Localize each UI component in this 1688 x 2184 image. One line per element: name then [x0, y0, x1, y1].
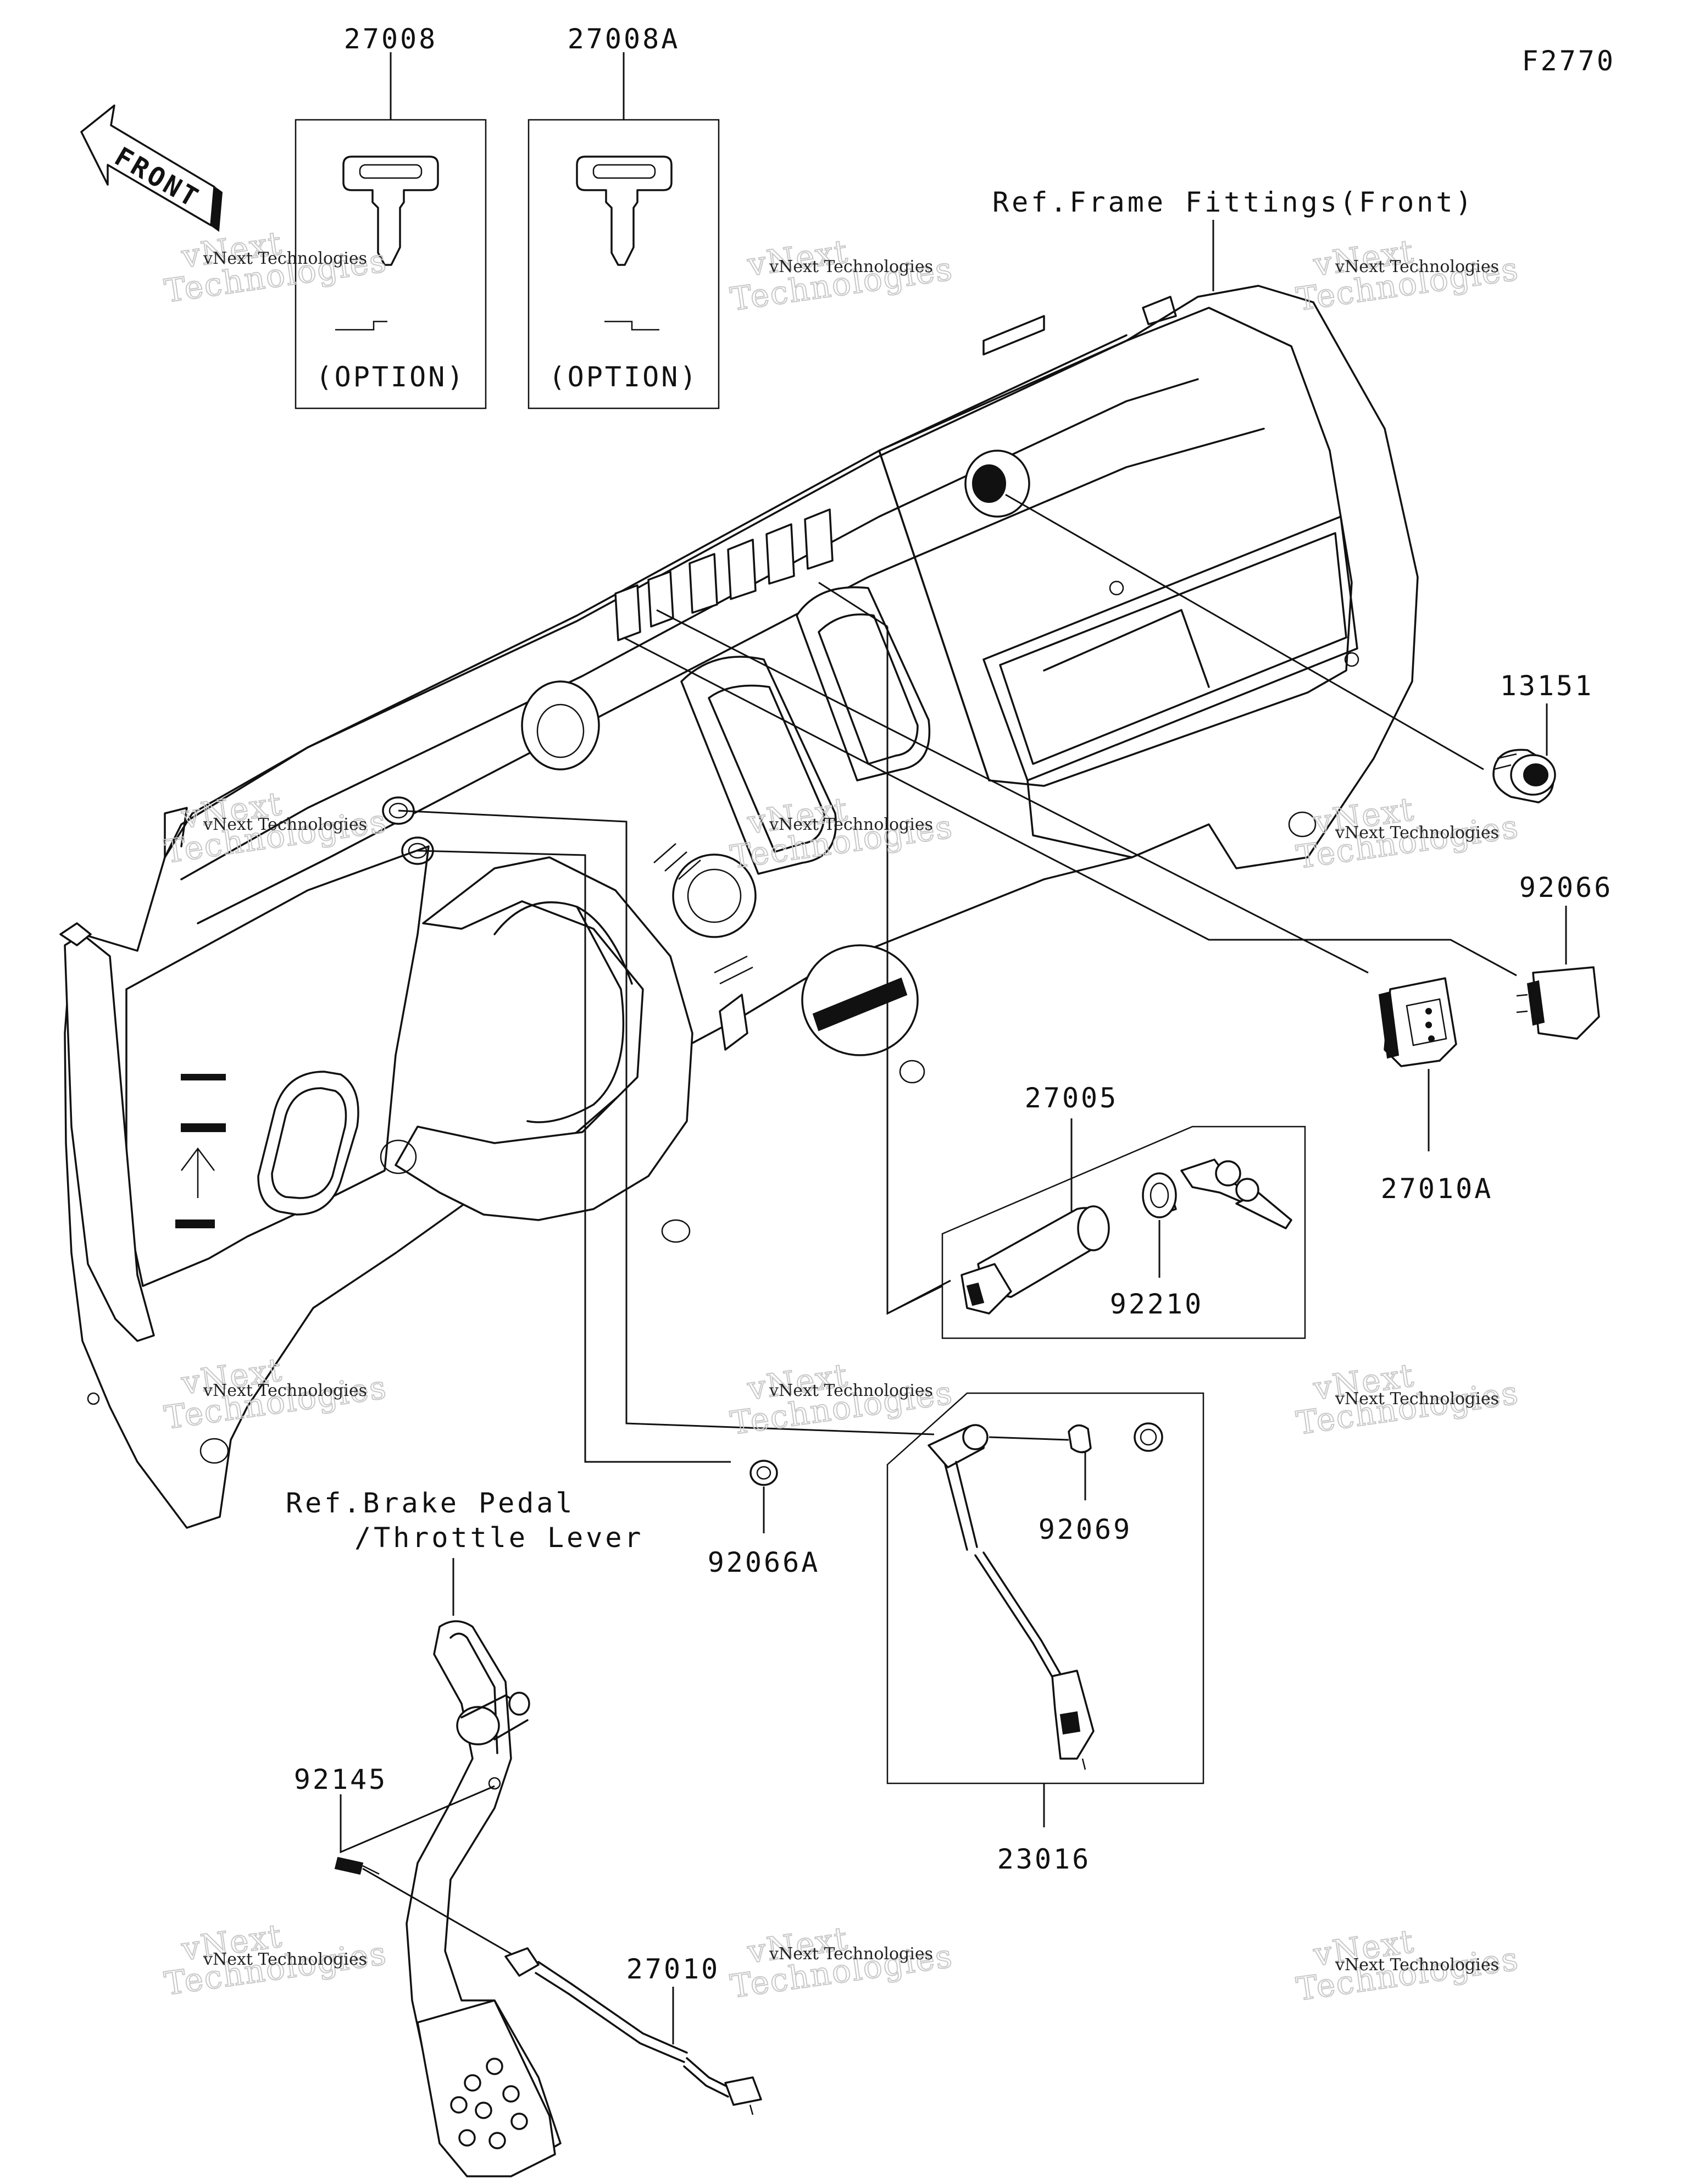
watermark-text: vNext Technologies — [769, 1381, 933, 1400]
rocker-switch-27010A — [1378, 977, 1457, 1067]
part-number-92066A: 92066A — [708, 1546, 820, 1578]
front-arrow-icon: FRONT — [80, 104, 223, 232]
watermark-text: vNext Technologies — [203, 1381, 367, 1400]
key-icon — [576, 156, 673, 266]
spring-92145 — [334, 1856, 380, 1875]
part-number-27008: 27008 — [344, 23, 438, 55]
watermark-text: vNext Technologies — [1335, 257, 1499, 276]
part-number-13151: 13151 — [1500, 670, 1594, 702]
ignition-switch-box-27005 — [941, 1126, 1306, 1339]
ref-brake-pedal-line1: Ref.Brake Pedal — [286, 1487, 575, 1519]
part-number-92066: 92066 — [1519, 872, 1613, 903]
key-box-27008: (OPTION) — [295, 52, 487, 409]
watermark-text: vNext Technologies — [769, 815, 933, 834]
key-icon — [342, 156, 439, 266]
watermark-text: vNext Technologies — [203, 249, 367, 268]
part-number-92145: 92145 — [294, 1764, 388, 1795]
part-number-92210: 92210 — [1110, 1288, 1204, 1320]
watermark-text: vNext Technologies — [769, 1944, 933, 1964]
part-number-27008A: 27008A — [568, 23, 680, 55]
ref-brake-pedal-line2: /Throttle Lever — [354, 1522, 644, 1554]
part-number-92069: 92069 — [1039, 1514, 1132, 1545]
grommet-92066A — [749, 1460, 778, 1486]
key-box-27008A: (OPTION) — [528, 52, 720, 409]
watermark-text: vNext Technologies — [203, 815, 367, 834]
diagram-code: F2770 — [1522, 45, 1615, 77]
part-number-23016: 23016 — [997, 1843, 1091, 1875]
part-number-27005: 27005 — [1025, 1082, 1119, 1114]
watermark-text: vNext Technologies — [1335, 1389, 1499, 1409]
watermark-text: vNext Technologies — [769, 257, 933, 276]
dashboard-panel — [59, 285, 1419, 1529]
watermark-text: vNext Technologies — [203, 1950, 367, 1969]
ref-frame-fittings: Ref.Frame Fittings(Front) — [992, 186, 1475, 218]
brake-pedal — [406, 1620, 562, 2177]
part-number-27010: 27010 — [626, 1953, 720, 1985]
watermark-text: vNext Technologies — [1335, 823, 1499, 842]
switch-cover-92066 — [1516, 966, 1600, 1040]
watermark-text: vNext Technologies — [1335, 1955, 1499, 1975]
harness-box-23016 — [886, 1392, 1204, 1784]
option-label: (OPTION) — [316, 361, 466, 393]
part-number-27010A: 27010A — [1381, 1173, 1493, 1205]
brake-switch-27010 — [504, 1947, 762, 2115]
switch-slots — [614, 508, 834, 641]
option-label: (OPTION) — [549, 361, 699, 393]
socket-13151 — [1492, 749, 1556, 803]
